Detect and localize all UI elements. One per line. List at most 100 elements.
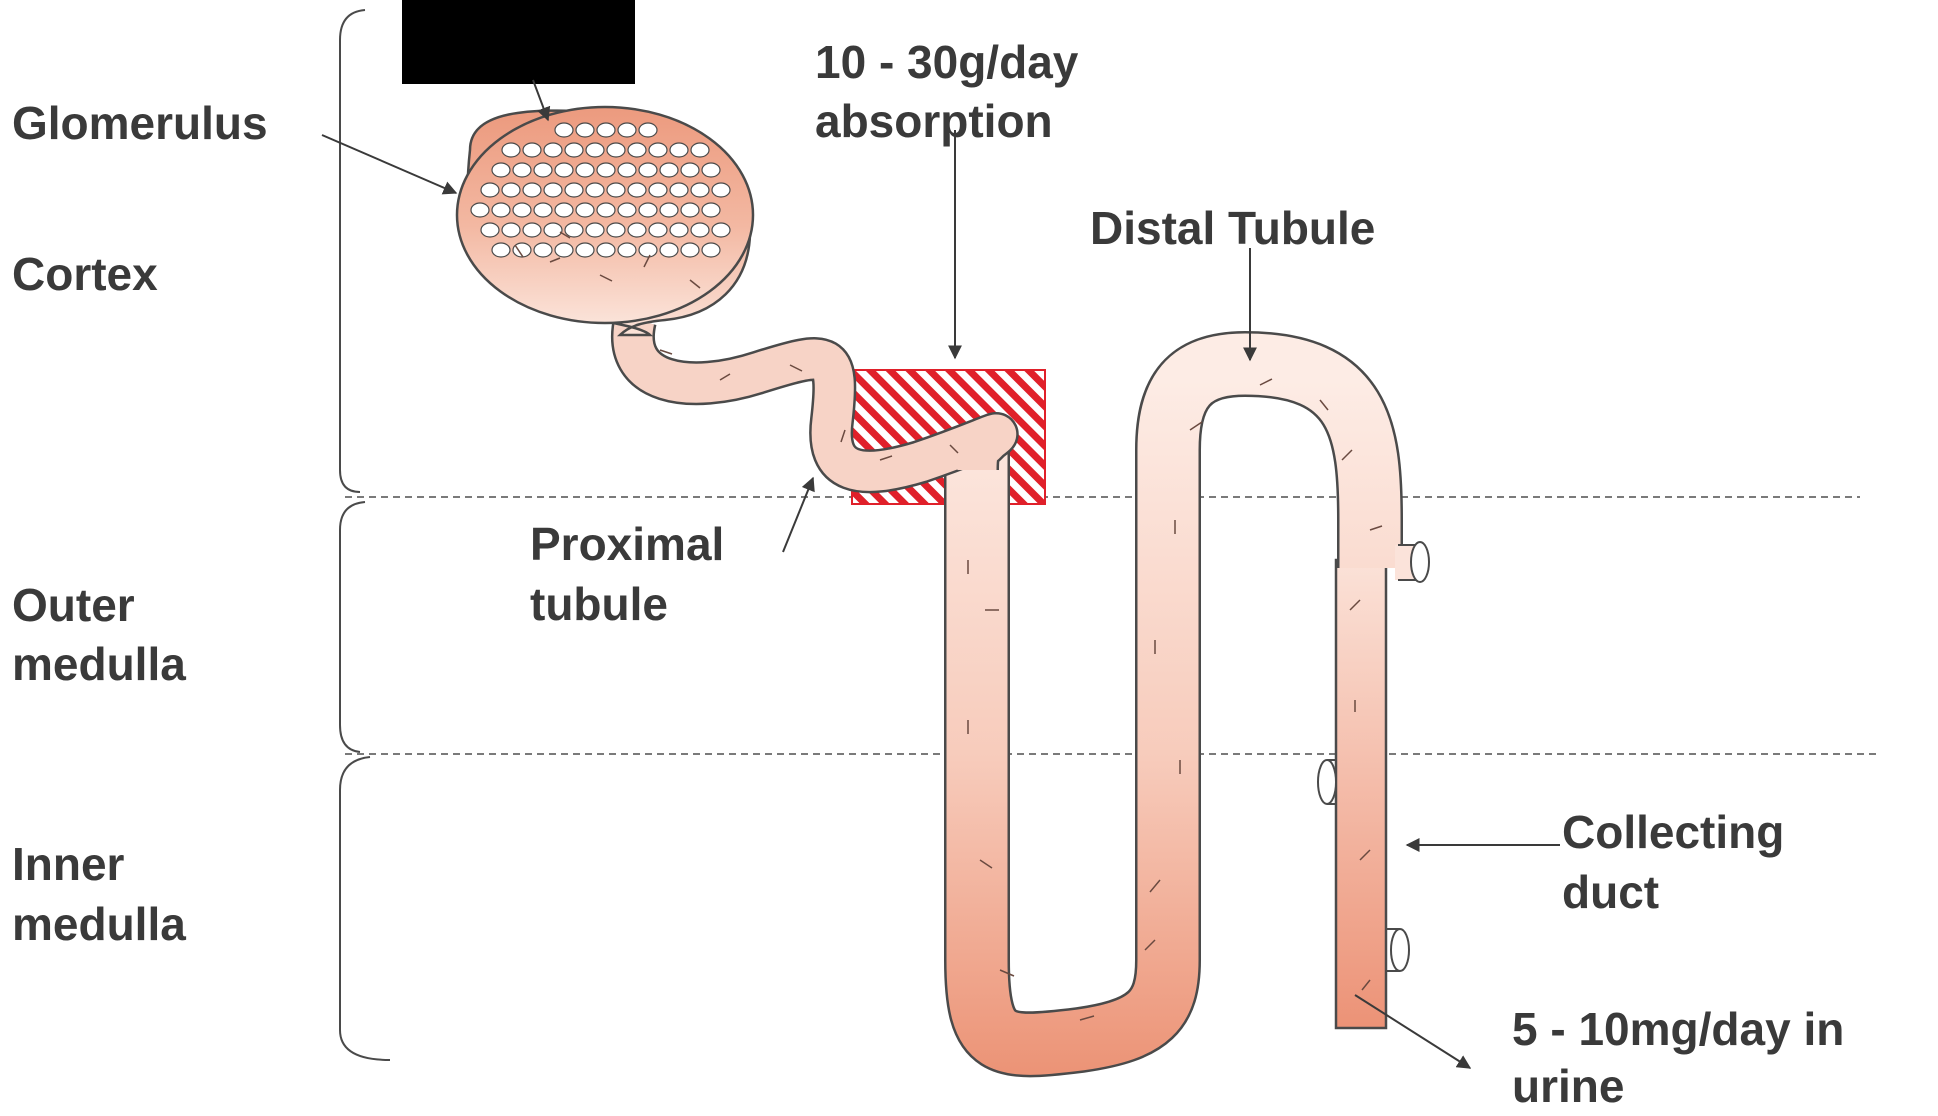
- capillary-dot: [555, 163, 573, 177]
- capillary-dot: [544, 183, 562, 197]
- capillary-dot: [555, 243, 573, 257]
- redacted-label: [402, 0, 635, 84]
- label-glomerulus: Glomerulus: [12, 97, 268, 149]
- capillary-dot: [513, 203, 531, 217]
- capillary-dot: [649, 183, 667, 197]
- urine-arrow: [1355, 995, 1470, 1068]
- capillary-dot: [670, 143, 688, 157]
- capillary-dot: [649, 223, 667, 237]
- capillary-dot: [597, 203, 615, 217]
- capillary-dot: [481, 223, 499, 237]
- capillary-dot: [523, 143, 541, 157]
- capillary-dot: [534, 163, 552, 177]
- label-outer-medulla-1: Outer: [12, 579, 135, 631]
- inner-medulla-brace: [340, 757, 390, 1060]
- duct-branch-upper: [1318, 760, 1336, 804]
- capillary-dot: [607, 223, 625, 237]
- capillary-dot: [586, 183, 604, 197]
- capillary-dot: [471, 203, 489, 217]
- capillary-dot: [565, 183, 583, 197]
- capillary-dot: [544, 223, 562, 237]
- label-inner-medulla-2: medulla: [12, 898, 186, 950]
- label-distal: Distal Tubule: [1090, 202, 1375, 254]
- capillary-dot: [681, 203, 699, 217]
- label-proximal-2: tubule: [530, 578, 668, 630]
- glomerulus-arrow: [322, 135, 456, 193]
- capillary-dot: [691, 143, 709, 157]
- capillary-dot: [702, 243, 720, 257]
- capillary-dot: [628, 223, 646, 237]
- outer-medulla-brace: [340, 502, 365, 752]
- capillary-dot: [618, 163, 636, 177]
- capillary-dot: [576, 243, 594, 257]
- capillary-dot: [492, 203, 510, 217]
- collecting-duct: [1318, 560, 1409, 1028]
- capillary-dot: [639, 203, 657, 217]
- capillary-dot: [534, 203, 552, 217]
- capillary-dot: [618, 123, 636, 137]
- capillary-dot: [660, 203, 678, 217]
- capillary-dot: [660, 163, 678, 177]
- capillary-dot: [523, 223, 541, 237]
- capillary-dot: [712, 183, 730, 197]
- capillary-dot: [691, 223, 709, 237]
- label-urine-1: 5 - 10mg/day in: [1512, 1003, 1844, 1055]
- capillary-dot: [597, 123, 615, 137]
- capillary-dot: [628, 143, 646, 157]
- capillary-dot: [565, 143, 583, 157]
- label-collecting-1: Collecting: [1562, 806, 1784, 858]
- capillary-dot: [702, 163, 720, 177]
- capillary-dot: [649, 143, 667, 157]
- label-absorption-1: 10 - 30g/day: [815, 36, 1079, 88]
- capillary-dot: [607, 143, 625, 157]
- capillary-dot: [544, 143, 562, 157]
- capillary-dot: [586, 223, 604, 237]
- label-absorption-2: absorption: [815, 95, 1053, 147]
- zone-braces: [340, 10, 390, 1060]
- capillary-dot: [670, 183, 688, 197]
- capillary-dot: [607, 183, 625, 197]
- capillary-dot: [681, 163, 699, 177]
- capillary-dot: [618, 243, 636, 257]
- capillary-dot: [597, 163, 615, 177]
- capillary-dot: [492, 243, 510, 257]
- capillary-dot: [492, 163, 510, 177]
- capillary-dot: [502, 183, 520, 197]
- capillary-dot: [639, 123, 657, 137]
- label-inner-medulla-1: Inner: [12, 838, 125, 890]
- label-collecting-2: duct: [1562, 866, 1659, 918]
- label-urine-2: urine: [1512, 1060, 1624, 1111]
- capillary-dot: [586, 143, 604, 157]
- capillary-dot: [565, 223, 583, 237]
- duct-branch-lower: [1391, 929, 1409, 971]
- capillary-dot: [481, 183, 499, 197]
- label-outer-medulla-2: medulla: [12, 638, 186, 690]
- capillary-dot: [576, 203, 594, 217]
- cortex-brace: [340, 10, 365, 492]
- capillary-dot: [513, 163, 531, 177]
- capillary-dot: [691, 183, 709, 197]
- label-cortex: Cortex: [12, 248, 158, 300]
- capillary-dot: [597, 243, 615, 257]
- capillary-dot: [639, 243, 657, 257]
- capillary-dot: [502, 143, 520, 157]
- capillary-dot: [523, 183, 541, 197]
- capillary-dot: [639, 163, 657, 177]
- label-proximal-1: Proximal: [530, 518, 724, 570]
- capillary-dot: [576, 123, 594, 137]
- capillary-dot: [576, 163, 594, 177]
- proximal-arrow: [783, 478, 813, 552]
- capillary-dot: [702, 203, 720, 217]
- distal-branch: [1395, 542, 1429, 582]
- capillary-dot: [502, 223, 520, 237]
- capillary-dot: [660, 243, 678, 257]
- capillary-dot: [555, 123, 573, 137]
- capillary-dot: [670, 223, 688, 237]
- capillary-dot: [681, 243, 699, 257]
- capillary-dot: [555, 203, 573, 217]
- capillary-dot: [712, 223, 730, 237]
- capillary-dot: [534, 243, 552, 257]
- glomerulus: [457, 107, 753, 335]
